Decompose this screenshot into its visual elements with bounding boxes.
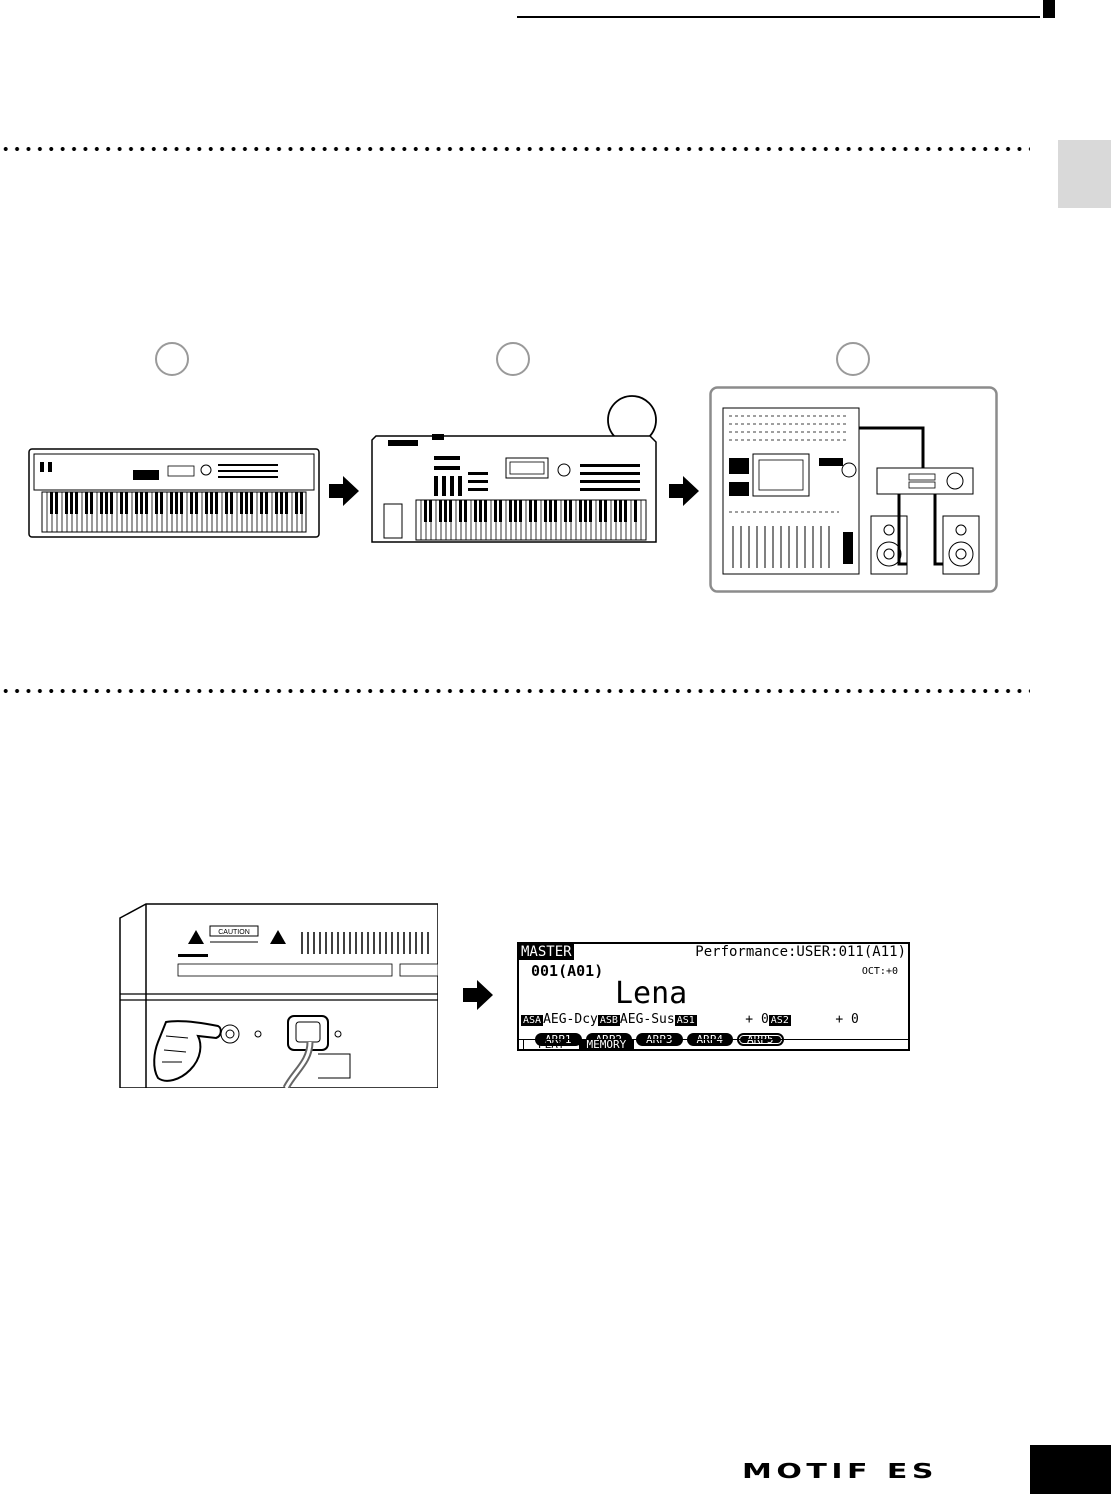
right-arrow-icon bbox=[463, 980, 493, 1010]
right-arrow-icon bbox=[669, 476, 699, 506]
lcd-octave: OCT:+0 bbox=[861, 966, 898, 977]
lcd-asb-tag: ASB bbox=[597, 1015, 620, 1026]
lcd-program-name: Lena bbox=[615, 976, 688, 1011]
lcd-as1-tag: AS1 bbox=[674, 1015, 697, 1026]
step-circle-2 bbox=[496, 342, 530, 376]
rear-panel-illustration: CAUTION bbox=[119, 903, 438, 1088]
chapter-tab bbox=[1058, 140, 1111, 208]
lcd-as1-value: + 0 bbox=[745, 1012, 769, 1027]
controller-keyboard-illustration bbox=[28, 448, 320, 538]
header-rule bbox=[517, 16, 1040, 18]
step-circle-3 bbox=[836, 342, 870, 376]
header-marker bbox=[1043, 0, 1055, 18]
tab-play[interactable]: PLAY bbox=[523, 1039, 579, 1049]
lcd-screen: MASTER Performance:USER:011(A11) 001(A01… bbox=[517, 942, 910, 1051]
caution-label: CAUTION bbox=[218, 929, 250, 936]
dotted-divider-middle bbox=[0, 688, 1030, 694]
step-circle-1 bbox=[155, 342, 189, 376]
synthesizer-illustration bbox=[371, 395, 657, 543]
lcd-asa-tag: ASA bbox=[521, 1015, 544, 1026]
page-number-block bbox=[1030, 1445, 1111, 1494]
lcd-as2-value: + 0 bbox=[835, 1012, 859, 1027]
dotted-divider-top bbox=[0, 146, 1030, 152]
mixer-speaker-illustration bbox=[709, 386, 998, 593]
motif-es-logo: MOTIF ES bbox=[742, 1459, 939, 1483]
lcd-program-number: 001(A01) bbox=[531, 962, 604, 980]
lcd-performance-label: Performance:USER:011(A11) bbox=[695, 944, 906, 960]
lcd-as2-tag: AS2 bbox=[768, 1015, 791, 1026]
tab-memory[interactable]: MEMORY bbox=[578, 1039, 635, 1049]
lcd-mode-tab: MASTER bbox=[519, 944, 574, 960]
lcd-tab-rule bbox=[519, 1039, 908, 1040]
lcd-asa-label: AEG-Dcy bbox=[543, 1012, 598, 1027]
right-arrow-icon bbox=[329, 476, 359, 506]
lcd-asb-label: AEG-Sus bbox=[619, 1012, 675, 1027]
